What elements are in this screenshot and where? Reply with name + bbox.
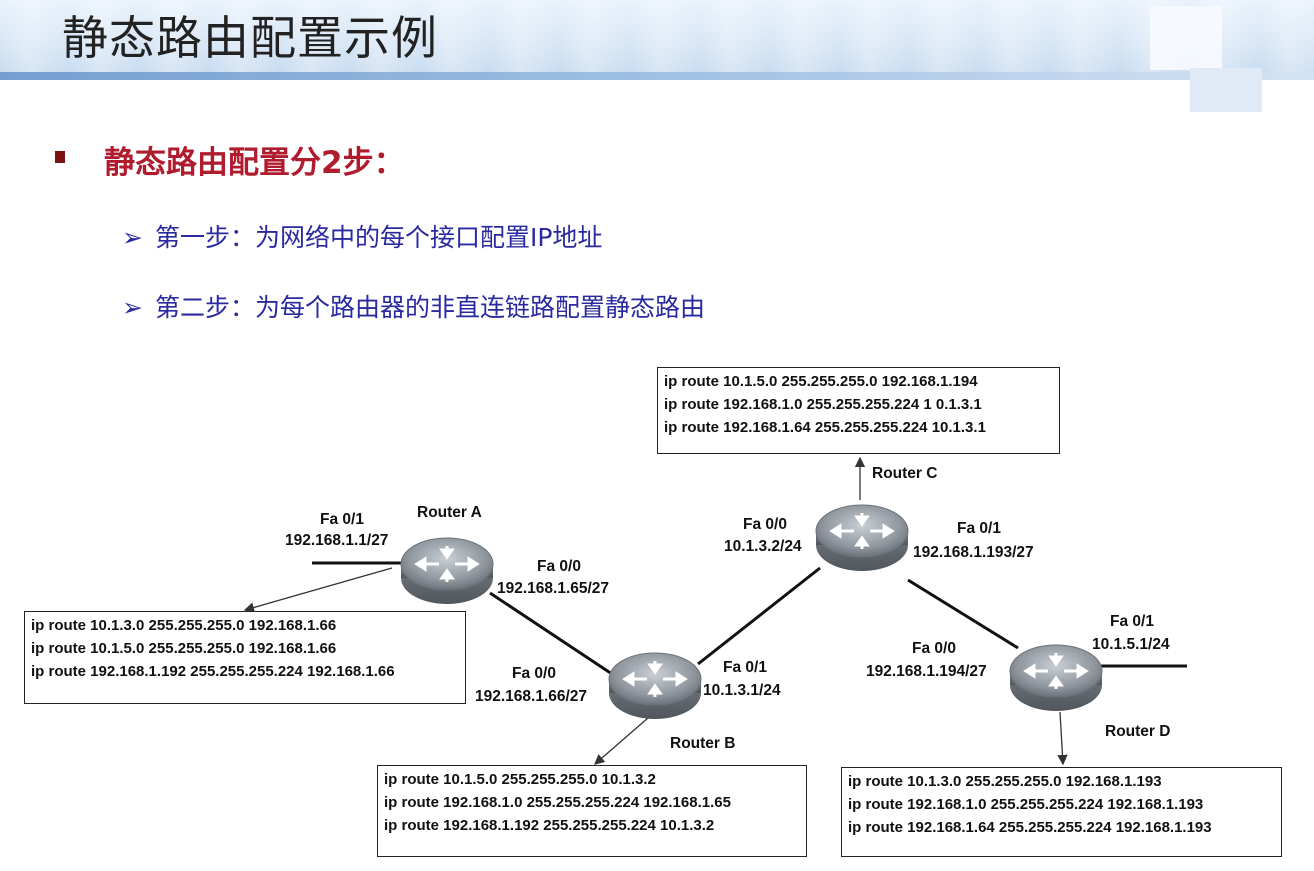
router-c-fa01-interface: Fa 0/1	[957, 520, 1001, 537]
main-point: 静态路由配置分2步：	[104, 145, 405, 181]
router-c-fa01-ip: 192.168.1.193/27	[913, 544, 1034, 561]
header-streak-decoration	[0, 0, 1314, 80]
router-d-fa01-interface: Fa 0/1	[1110, 613, 1154, 630]
router-d-fa00-ip: 192.168.1.194/27	[866, 663, 987, 680]
router-d-name: Router D	[1105, 723, 1171, 740]
arrow-a-routes	[243, 567, 393, 613]
route-entry: ip route 10.1.5.0 255.255.255.0 10.1.3.2	[384, 771, 656, 788]
arrow-bullet-icon: ➢	[122, 293, 143, 322]
router-d-fa00-interface: Fa 0/0	[912, 640, 956, 657]
link-a-b	[489, 591, 613, 676]
route-entry: ip route 192.168.1.64 255.255.255.224 10…	[664, 419, 986, 436]
step-item: ➢ 第二步：为每个路由器的非直连链路配置静态路由	[122, 288, 705, 324]
router-b-routes-box: ip route 10.1.5.0 255.255.255.0 10.1.3.2…	[377, 765, 807, 857]
router-b-fa01-interface: Fa 0/1	[723, 659, 767, 676]
header-bottom-bar	[0, 72, 1314, 80]
router-d-routes-box: ip route 10.1.3.0 255.255.255.0 192.168.…	[841, 767, 1282, 857]
router-c-name: Router C	[872, 465, 938, 482]
router-d-fa01-ip: 10.1.5.1/24	[1092, 636, 1170, 653]
router-a-icon	[399, 536, 495, 606]
router-b-fa00-interface: Fa 0/0	[512, 665, 556, 682]
header-decoration-square	[1190, 68, 1262, 112]
route-entry: ip route 10.1.5.0 255.255.255.0 192.168.…	[31, 640, 337, 657]
router-b-fa00-ip: 192.168.1.66/27	[475, 688, 588, 705]
router-a-fa01-ip: 192.168.1.1/27	[285, 532, 389, 549]
link-c-d	[907, 578, 1019, 650]
bullet-icon	[55, 151, 65, 163]
router-a-fa00-ip: 192.168.1.65/27	[497, 580, 610, 597]
router-b-name: Router B	[670, 735, 736, 752]
route-entry: ip route 192.168.1.192 255.255.255.224 1…	[31, 663, 395, 680]
router-d-icon	[1008, 643, 1104, 713]
link-b-c	[697, 566, 821, 666]
router-a-fa00-interface: Fa 0/0	[537, 558, 581, 575]
route-entry: ip route 192.168.1.0 255.255.255.224 1 0…	[664, 396, 982, 413]
router-c-fa00-ip: 10.1.3.2/24	[724, 538, 802, 555]
router-a-fa01-interface: Fa 0/1	[320, 511, 364, 528]
step-text: 第二步：为每个路由器的非直连链路配置静态路由	[154, 293, 705, 322]
step-text: 第一步：为网络中的每个接口配置IP地址	[154, 223, 603, 252]
route-entry: ip route 192.168.1.64 255.255.255.224 19…	[848, 819, 1212, 836]
router-c-fa00-interface: Fa 0/0	[743, 516, 787, 533]
router-c-routes-box: ip route 10.1.5.0 255.255.255.0 192.168.…	[657, 367, 1060, 454]
route-entry: ip route 192.168.1.0 255.255.255.224 192…	[384, 794, 731, 811]
arrow-bullet-icon: ➢	[122, 223, 143, 252]
arrow-b-routes	[594, 717, 649, 765]
route-entry: ip route 192.168.1.192 255.255.255.224 1…	[384, 817, 715, 834]
router-b-fa01-ip: 10.1.3.1/24	[703, 682, 781, 699]
step-item: ➢ 第一步：为网络中的每个接口配置IP地址	[122, 218, 602, 254]
route-entry: ip route 192.168.1.0 255.255.255.224 192…	[848, 796, 1204, 813]
route-entry: ip route 10.1.3.0 255.255.255.0 192.168.…	[848, 773, 1162, 790]
page-title: 静态路由配置示例	[62, 11, 438, 65]
route-entry: ip route 10.1.5.0 255.255.255.0 192.168.…	[664, 373, 978, 390]
header-band	[0, 0, 1314, 80]
router-a-name: Router A	[417, 504, 482, 521]
arrow-d-routes	[1057, 711, 1068, 766]
router-a-routes-box: ip route 10.1.3.0 255.255.255.0 192.168.…	[24, 611, 466, 704]
route-entry: ip route 10.1.3.0 255.255.255.0 192.168.…	[31, 617, 337, 634]
router-c-icon	[814, 503, 910, 573]
router-b-icon	[607, 651, 703, 721]
header-decoration-square	[1150, 6, 1222, 70]
